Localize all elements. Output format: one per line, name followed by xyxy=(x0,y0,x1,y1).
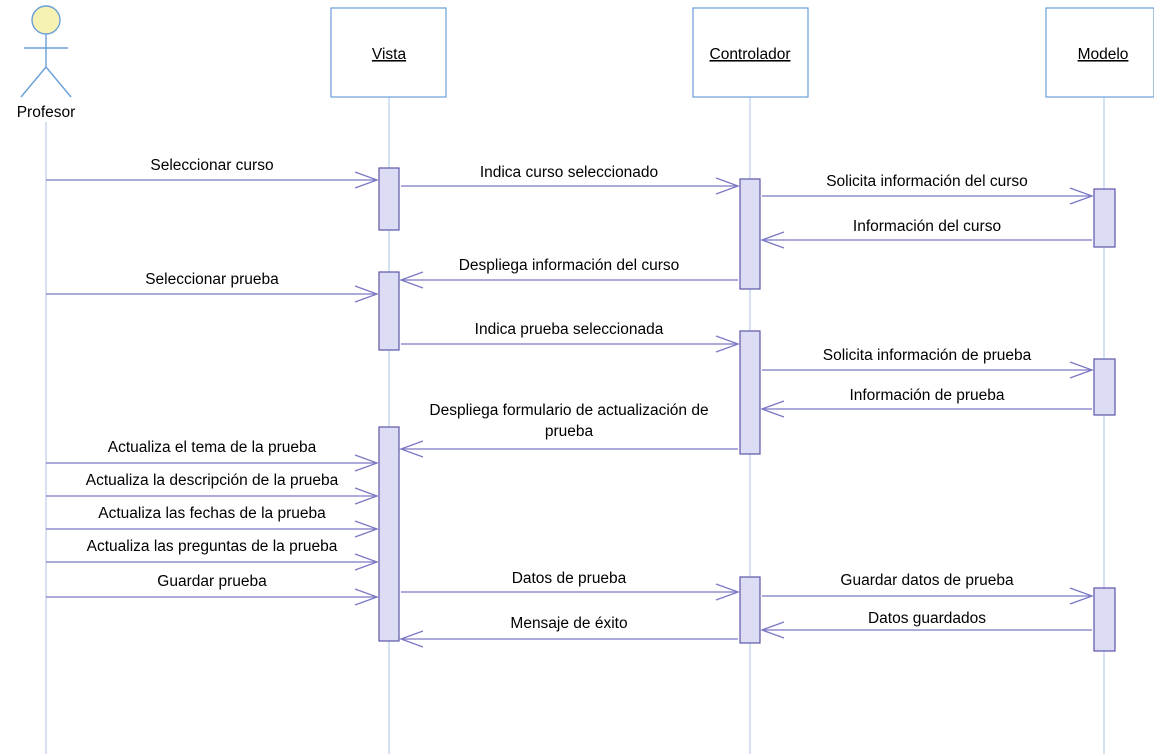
controlador-title: Controlador xyxy=(710,46,791,63)
modelo-activation-2 xyxy=(1093,358,1116,416)
message-label: Actualiza la descripción de la prueba xyxy=(86,472,339,489)
vista-box xyxy=(330,7,447,98)
message-label: Guardar datos de prueba xyxy=(840,572,1014,589)
controlador-activation-3 xyxy=(739,576,761,644)
message-label: Solicita información del curso xyxy=(826,173,1028,190)
message-label: Despliega información del curso xyxy=(459,257,680,274)
vista-activation-1 xyxy=(378,167,400,231)
message-label: Despliega formulario de actualización de xyxy=(429,402,708,419)
modelo-box xyxy=(1045,7,1154,98)
controlador-activation-2 xyxy=(739,330,761,455)
message-label: Actualiza las fechas de la prueba xyxy=(98,505,326,522)
message-label: Actualiza el tema de la prueba xyxy=(108,439,317,456)
message-label: Datos de prueba xyxy=(512,570,627,587)
message-label: Información del curso xyxy=(853,218,1001,235)
message-label: Seleccionar curso xyxy=(150,157,273,174)
vista-title: Vista xyxy=(372,46,407,63)
message-label: Datos guardados xyxy=(868,610,986,627)
message-label: Actualiza las preguntas de la prueba xyxy=(87,538,338,555)
message-label: Seleccionar prueba xyxy=(145,271,279,288)
profesor-actor-label: Profesor xyxy=(17,104,76,121)
modelo-activation-3 xyxy=(1093,587,1116,652)
message-label: Información de prueba xyxy=(849,387,1004,404)
message-label: Solicita información de prueba xyxy=(823,347,1032,364)
message-label: prueba xyxy=(545,423,594,440)
message-label: Indica prueba seleccionada xyxy=(475,321,664,338)
message-label: Guardar prueba xyxy=(157,573,267,590)
message-label: Indica curso seleccionado xyxy=(480,164,658,181)
controlador-activation-1 xyxy=(739,178,761,290)
message-label: Mensaje de éxito xyxy=(510,615,627,632)
vista-activation-2 xyxy=(378,271,400,351)
profesor-actor-icon xyxy=(20,5,72,98)
modelo-title: Modelo xyxy=(1078,46,1129,63)
vista-activation-3 xyxy=(378,426,400,642)
modelo-activation-1 xyxy=(1093,188,1116,248)
controlador-box xyxy=(692,7,809,98)
